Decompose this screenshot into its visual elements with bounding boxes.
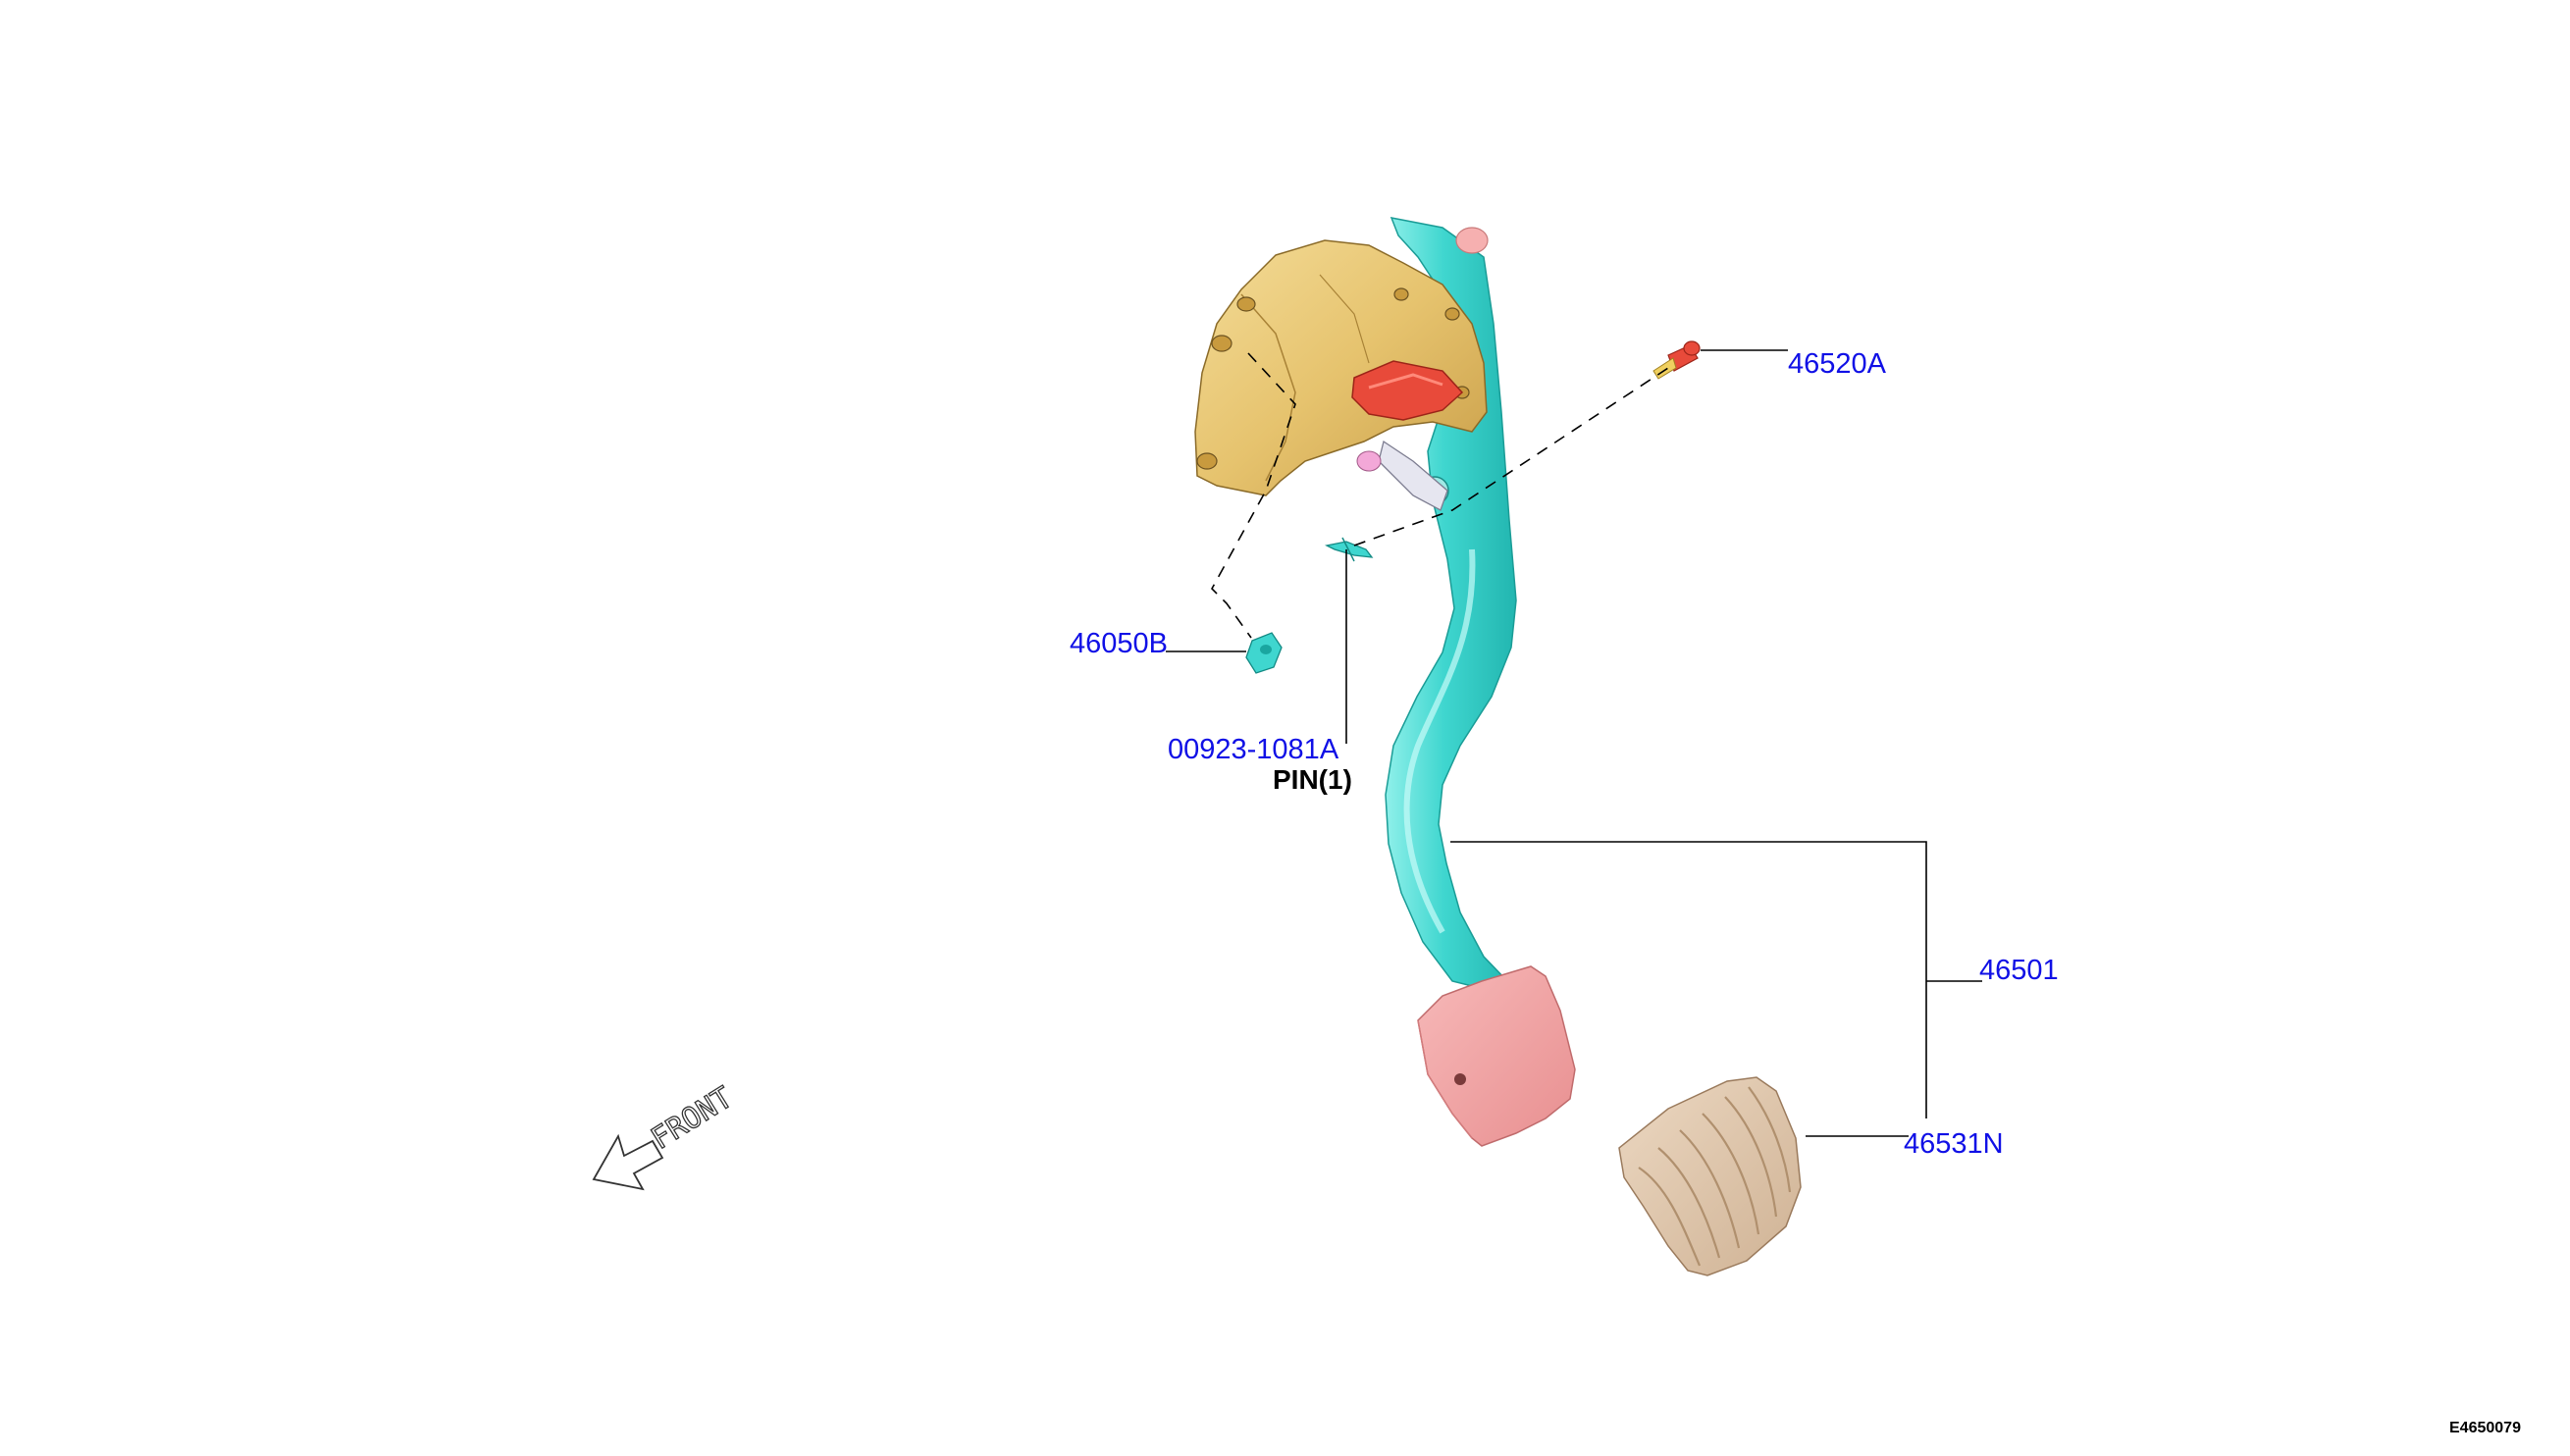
stop-switch [1351, 360, 1464, 421]
assembly-lines [1211, 352, 1669, 639]
label-46520A[interactable]: 46520A [1788, 348, 1887, 380]
label-46531N[interactable]: 46531N [1904, 1128, 2004, 1160]
front-label: FRONT [646, 1080, 739, 1157]
pedal-bracket [1194, 239, 1488, 511]
label-pin-quantity: PIN(1) [1273, 764, 1352, 795]
pedal-pad [1417, 965, 1576, 1147]
image-code: E4650079 [2449, 1420, 2521, 1436]
nut-part [1245, 632, 1283, 674]
label-00923-1081A[interactable]: 00923-1081A [1168, 734, 1339, 765]
label-46050B[interactable]: 46050B [1070, 628, 1168, 659]
leader-lines [1166, 349, 1982, 1137]
pedal-pad-cover [1618, 1076, 1802, 1276]
pin-clip-part [1325, 537, 1374, 562]
front-direction-arrow: FRONT [592, 1080, 739, 1191]
label-46501[interactable]: 46501 [1979, 955, 2059, 986]
